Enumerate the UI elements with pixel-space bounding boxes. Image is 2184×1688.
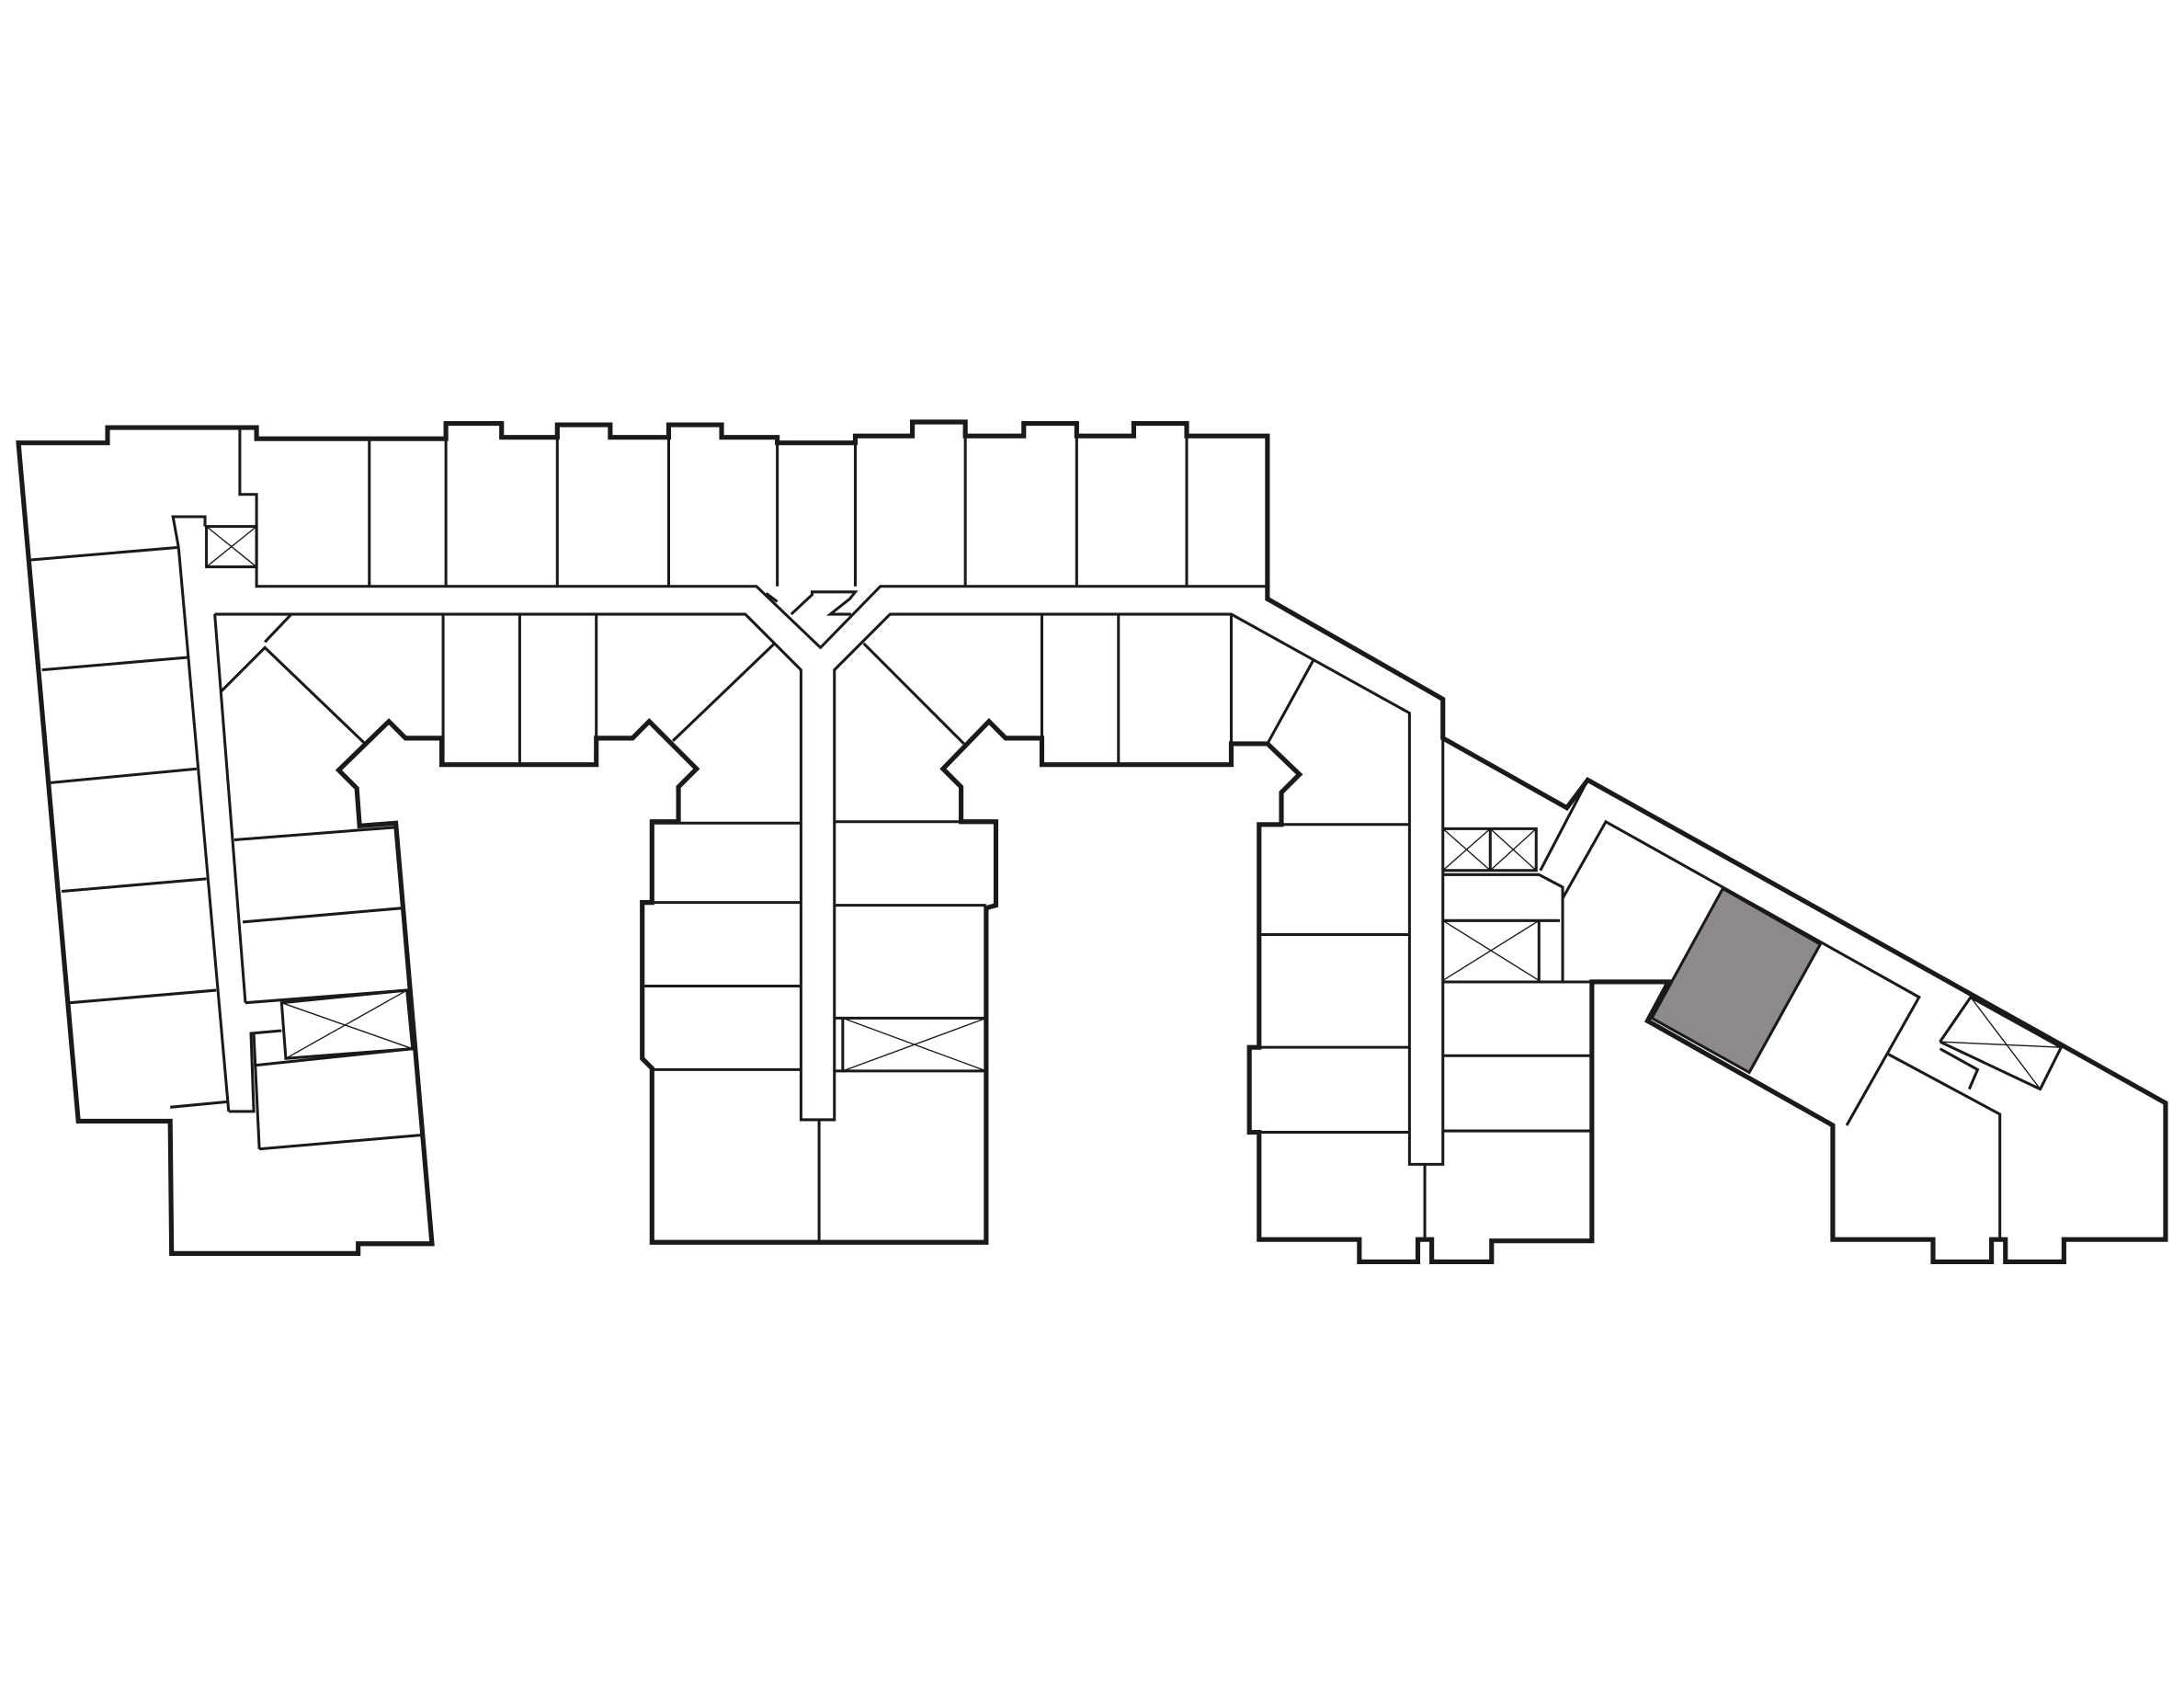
elevator-shaft-icon [1442, 827, 1537, 872]
highlighted-unit[interactable] [1649, 886, 1823, 1075]
elevator-shafts [205, 525, 2062, 1090]
elevator-shaft-icon [1442, 919, 1540, 982]
interior-walls [30, 428, 2064, 1243]
elevator-shaft-icon [205, 525, 258, 569]
outer-wall [16, 419, 2168, 1265]
elevator-shaft-icon [279, 988, 415, 1060]
elevator-shaft-icon [1939, 997, 2062, 1090]
elevator-shaft-icon [842, 1017, 987, 1072]
building-outline [16, 419, 2168, 1265]
